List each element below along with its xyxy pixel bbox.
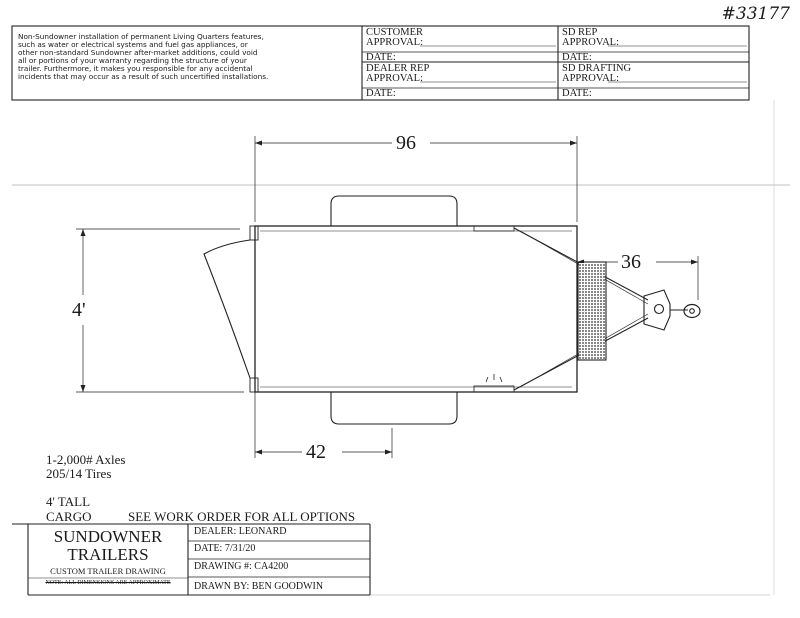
date-field: DATE: 7/31/20 [194,543,256,554]
axles-spec: 1-2,000# Axles [46,452,126,467]
customer-date: DATE: [366,52,396,63]
stone-guard [579,263,605,359]
sd-drafting-approval-field: APPROVAL: [562,73,619,84]
drawing-number-field: DRAWING #: CA4200 [194,561,289,572]
trailer-type: CARGO [46,509,92,524]
drawing-type: CUSTOM TRAILER DRAWING [50,566,166,576]
company-logo-text: SUNDOWNER TRAILERS [28,528,188,564]
dealer-field: DEALER: LEONARD [194,526,287,537]
handwritten-number: #33177 [721,4,790,24]
sd-rep-approval: SD REP APPROVAL: [562,27,619,48]
customer-approval: CUSTOMER APPROVAL: [366,27,423,48]
customer-approval-title: CUSTOMER [366,27,423,38]
dimension-height: 4' [72,299,86,321]
dealer-rep-approval-title: DEALER REP [366,63,430,74]
height-spec: 4' TALL [46,494,91,509]
dimension-length: 96 [396,132,416,154]
sd-rep-approval-title: SD REP [562,27,598,38]
dimension-axle: 42 [306,441,326,463]
sd-drafting-approval: SD DRAFTING APPROVAL: [562,63,632,84]
brand-line-2: TRAILERS [67,545,149,564]
customer-approval-field: APPROVAL: [366,37,423,48]
dimension-tongue: 36 [621,251,641,273]
dealer-rep-approval: DEALER REP APPROVAL: [366,63,430,84]
sd-rep-date: DATE: [562,52,592,63]
dimensions-note: NOTE: ALL DIMENSIONS ARE APPROXIMATE [45,580,171,586]
dealer-rep-date: DATE: [366,88,396,99]
warranty-disclaimer: Non-Sundowner installation of permanent … [18,32,269,82]
drawn-by-field: DRAWN BY: BEN GOODWIN [194,581,324,592]
sd-drafting-approval-title: SD DRAFTING [562,63,632,74]
sd-rep-approval-field: APPROVAL: [562,37,619,48]
sd-drafting-date: DATE: [562,88,592,99]
see-work-order-note: SEE WORK ORDER FOR ALL OPTIONS [128,509,356,524]
tires-spec: 205/14 Tires [46,466,112,481]
brand-line-1: SUNDOWNER [53,527,163,546]
specs-notes: 1-2,000# Axles 205/14 Tires [46,453,125,481]
dealer-rep-approval-field: APPROVAL: [366,73,423,84]
